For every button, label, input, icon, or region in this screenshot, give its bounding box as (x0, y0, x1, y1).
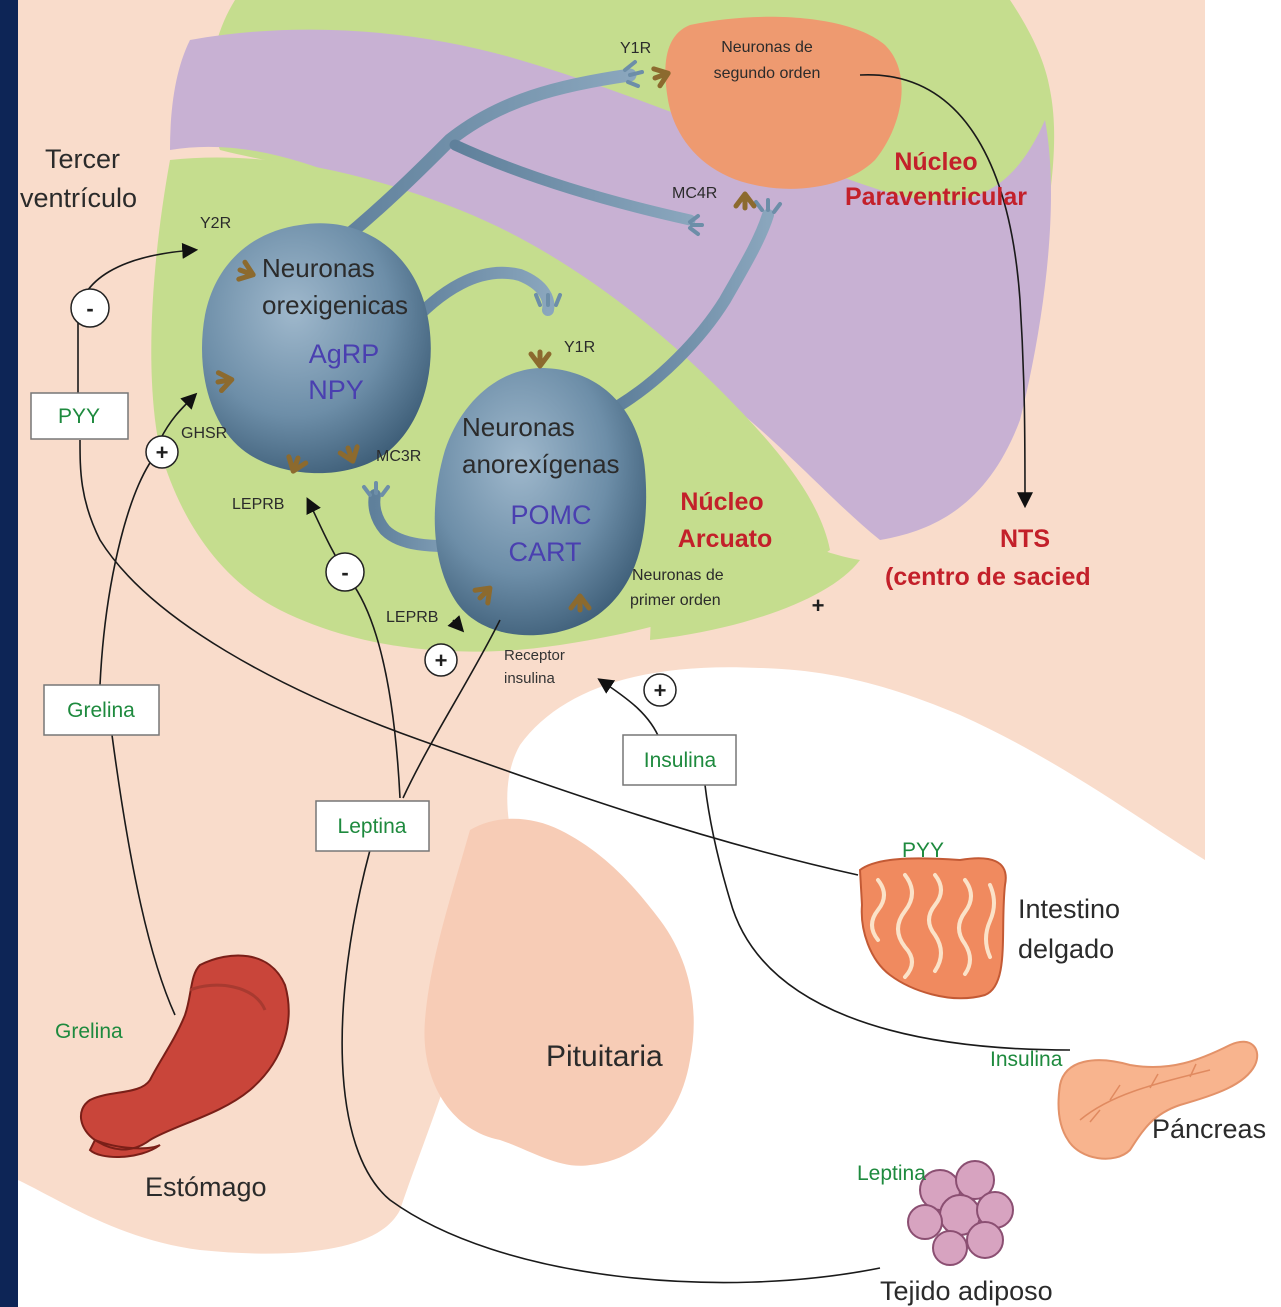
paraventricular-label-1: Núcleo (894, 148, 977, 176)
pancreas-name-label: Páncreas (1152, 1114, 1266, 1144)
leptina-box-label: Leptina (338, 815, 407, 838)
paraventricular-label-2: Paraventricular (845, 183, 1027, 211)
leptina-orexigenic-sign-circle: - (326, 553, 364, 591)
insulin-receptor-label-2: insulina (504, 670, 556, 687)
stomach-name-label: Estómago (145, 1172, 267, 1202)
arcuate-label-1: Núcleo (680, 488, 763, 516)
arcuate-label-2: Arcuato (678, 525, 772, 553)
nts-label-2: (centro de sacied (885, 563, 1091, 591)
insulina-box: Insulina (623, 735, 736, 785)
mc4r-label: MC4R (672, 185, 717, 202)
second-order-label-2: segundo orden (714, 65, 821, 82)
grelina-box: Grelina (44, 685, 159, 735)
y1r-top-label: Y1R (620, 40, 651, 57)
third-ventricle-label-2: ventrículo (20, 183, 137, 213)
y2r-label: Y2R (200, 215, 231, 232)
leprb-orexigenic-label: LEPRB (232, 496, 284, 513)
nts-label-1: NTS (1000, 525, 1050, 553)
intestine-hormone-label: PYY (902, 839, 944, 862)
grelina-box-label: Grelina (67, 699, 135, 722)
leptina-box: Leptina (316, 801, 429, 851)
pyy-sign-circle: - (71, 289, 109, 327)
insulin-receptor-label-1: Receptor (504, 647, 565, 664)
first-order-label-2: primer orden (630, 592, 721, 609)
orexigenic-title-2: orexigenicas (262, 290, 408, 320)
stomach-hormone-label: Grelina (55, 1020, 123, 1043)
mc3r-label: MC3R (376, 448, 421, 465)
orexigenic-marker-agrp: AgRP (309, 339, 380, 369)
leptina-orexigenic-sign: - (341, 560, 348, 585)
adipose-hormone-label: Leptina (857, 1162, 926, 1185)
insulina-sign: + (654, 678, 667, 703)
leprb-anorexigenic-label: LEPRB (386, 609, 438, 626)
insulina-box-label: Insulina (644, 749, 717, 772)
grelina-sign: + (156, 440, 169, 465)
extra-plus-sign: + (812, 593, 825, 618)
third-ventricle-label-1: Tercer (45, 144, 120, 174)
first-order-label-1: Neuronas de (632, 567, 724, 584)
pituitary-label: Pituitaria (546, 1040, 663, 1073)
pancreas-hormone-label: Insulina (990, 1048, 1063, 1071)
y1r-mid-label: Y1R (564, 339, 595, 356)
anorexigenic-marker-cart: CART (508, 537, 581, 567)
orexigenic-marker-npy: NPY (308, 375, 364, 405)
leptina-anorexigenic-sign-circle: + (425, 644, 457, 676)
orexigenic-title-1: Neuronas (262, 253, 375, 283)
intestine-name-label-1: Intestino (1018, 894, 1120, 924)
pyy-sign: - (86, 296, 93, 321)
anorexigenic-title-2: anorexígenas (462, 449, 620, 479)
grelina-sign-circle: + (146, 436, 178, 468)
ghsr-label: GHSR (181, 425, 227, 442)
adipose-name-label: Tejido adiposo (880, 1276, 1053, 1306)
pyy-box: PYY (31, 393, 128, 439)
pyy-box-label: PYY (58, 405, 100, 428)
left-frame-bar (0, 0, 18, 1307)
insulina-sign-circle: + (644, 674, 676, 706)
anorexigenic-marker-pomc: POMC (511, 500, 592, 530)
leptina-anorexigenic-sign: + (435, 648, 448, 673)
anorexigenic-title-1: Neuronas (462, 412, 575, 442)
intestine-name-label-2: delgado (1018, 934, 1114, 964)
second-order-label-1: Neuronas de (721, 39, 813, 56)
